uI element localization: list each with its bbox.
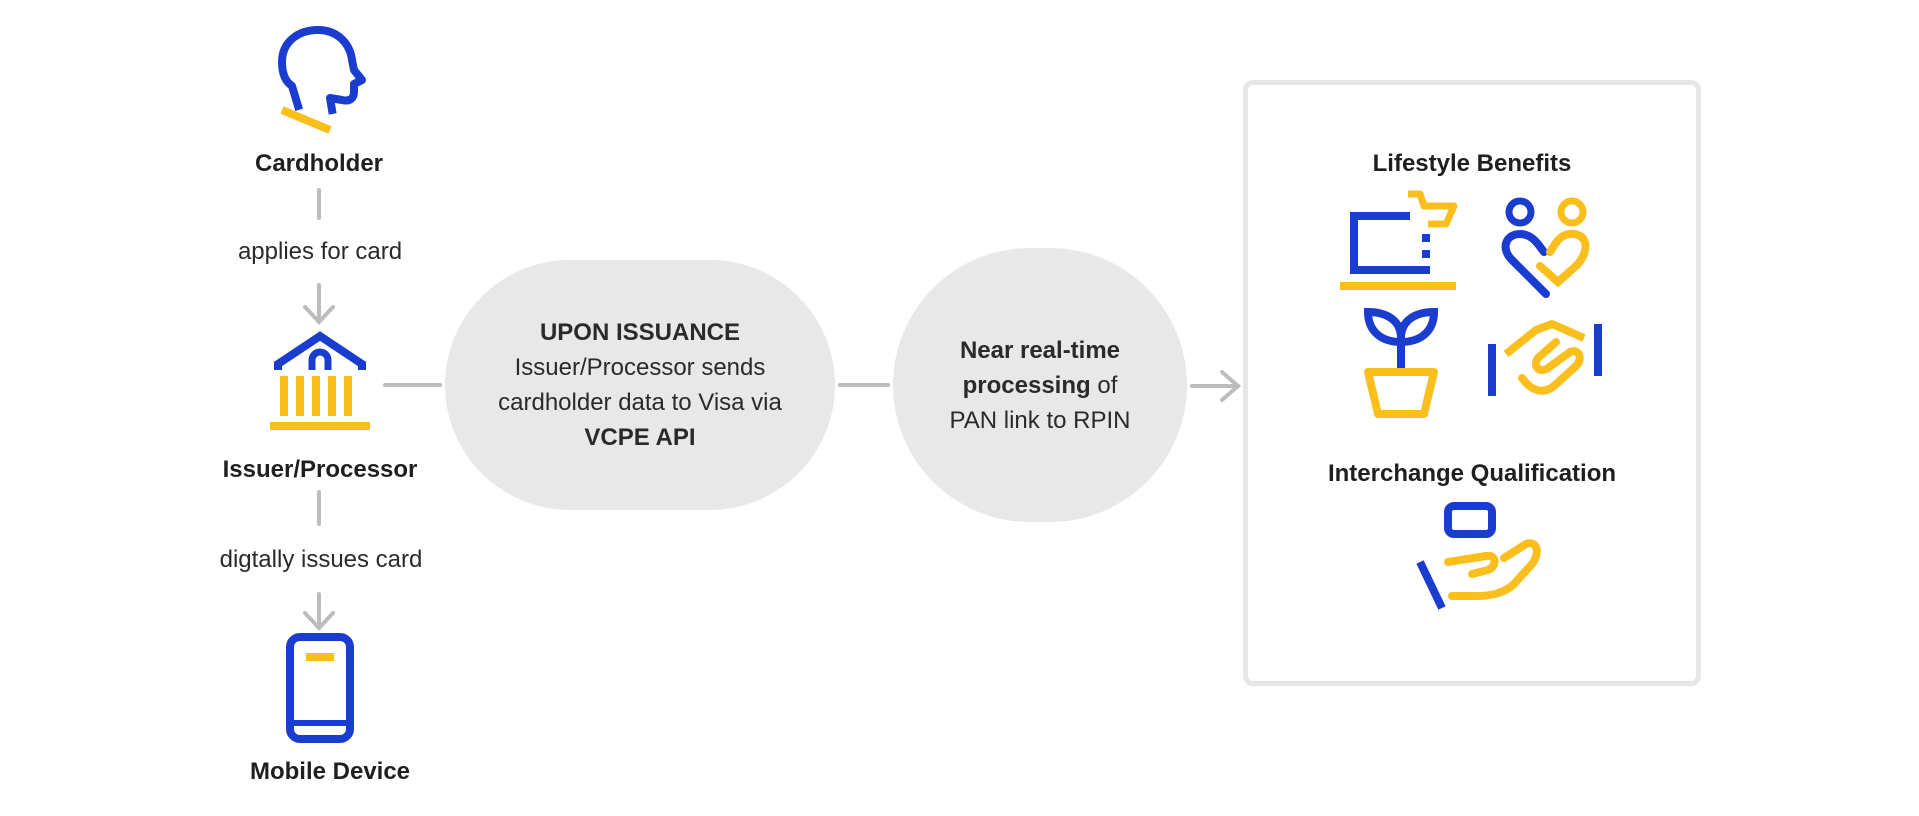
mobile-phone-icon: [286, 633, 354, 743]
hand-card-icon: [1416, 502, 1541, 610]
interchange-qualification-title: Interchange Qualification: [1327, 460, 1617, 487]
issuance-line3: VCPE API: [584, 424, 696, 451]
processing-bold2: processing: [962, 371, 1091, 399]
lifestyle-benefits-title: Lifestyle Benefits: [1372, 150, 1572, 177]
cardholder-label: Cardholder: [254, 150, 383, 177]
processing-pill: Near real-time processing of PAN link to…: [893, 248, 1187, 522]
issuance-line1: Issuer/Processor sends: [514, 354, 766, 381]
issuance-heading: UPON ISSUANCE: [539, 319, 740, 346]
person-head-icon: [278, 26, 366, 134]
shopping-laptop-icon: [1340, 190, 1458, 290]
digitally-issues-card-label: digtally issues card: [219, 546, 423, 573]
handshake-icon: [1488, 320, 1602, 396]
connector-arrow2-head: [303, 611, 335, 631]
plant-pot-icon: [1363, 307, 1439, 418]
connector-arrow1-head: [303, 305, 335, 325]
applies-for-card-label: applies for card: [237, 238, 403, 265]
issuance-pill: UPON ISSUANCE Issuer/Processor sends car…: [445, 260, 835, 510]
issuance-line2: cardholder data to Visa via: [498, 389, 782, 416]
people-heart-icon: [1501, 197, 1590, 298]
connector-processing-to-benefits-head: [1220, 370, 1242, 402]
bank-icon: [270, 331, 370, 430]
benefits-box: [1243, 80, 1701, 686]
processing-bold1: Near real-time: [959, 336, 1121, 364]
processing-line3: PAN link to RPIN: [949, 406, 1131, 434]
mobile-device-label: Mobile Device: [249, 758, 411, 785]
issuer-processor-label: Issuer/Processor: [222, 456, 418, 483]
processing-rest2: of: [1097, 371, 1118, 399]
